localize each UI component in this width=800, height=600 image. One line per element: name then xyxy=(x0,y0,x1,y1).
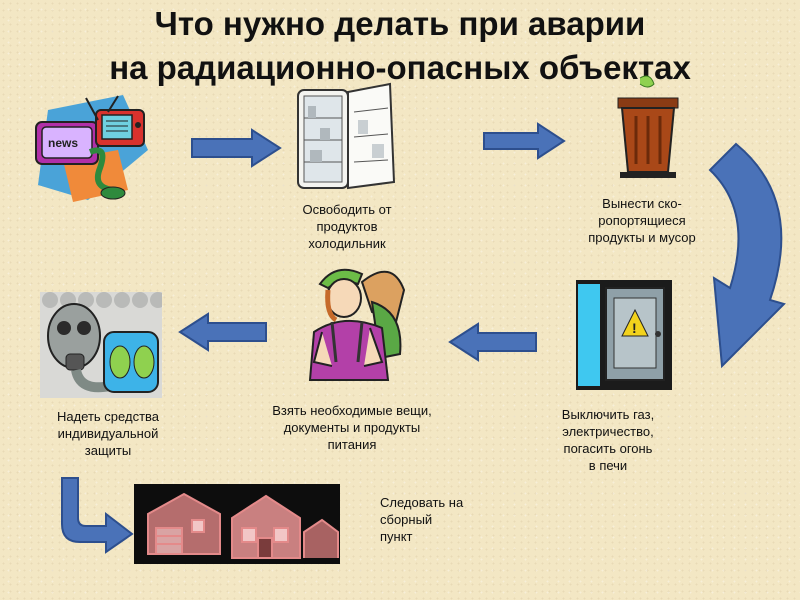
step-caption-trash: Вынести ско- ропортящиеся продукты и мус… xyxy=(588,196,696,245)
houses-icon xyxy=(134,484,340,564)
step-caption-assembly: Следовать на сборный пункт xyxy=(380,495,464,544)
gas-mask-icon xyxy=(40,292,162,398)
title-line-1: Что нужно делать при аварии xyxy=(154,5,646,42)
title-line-2: на радиационно-опасных объектах xyxy=(109,49,691,86)
step-caption-protection: Надеть средства индивидуальной защиты xyxy=(56,409,160,458)
step-caption-utilities: Выключить газ, электричество, погасить о… xyxy=(561,407,655,473)
fridge-icon xyxy=(297,82,396,190)
arrow-left-1 xyxy=(448,322,537,362)
arrow-bend-right xyxy=(61,477,134,554)
svg-text:news: news xyxy=(48,136,78,150)
trash-bin-icon xyxy=(617,75,679,178)
step-caption-belongings: Взять необходимые вещи, документы и прод… xyxy=(272,403,432,452)
svg-text:!: ! xyxy=(632,320,637,336)
step-caption-fridge: Освободить от продуктов холодильник xyxy=(302,202,392,251)
arrow-curve-down xyxy=(708,142,786,369)
arrow-left-2 xyxy=(178,312,267,352)
arrow-right-1 xyxy=(191,128,282,168)
electric-panel-icon: ! xyxy=(576,280,672,390)
hiker-icon xyxy=(308,268,406,381)
arrow-right-2 xyxy=(483,122,566,160)
news-tv-icon: news xyxy=(35,95,148,202)
